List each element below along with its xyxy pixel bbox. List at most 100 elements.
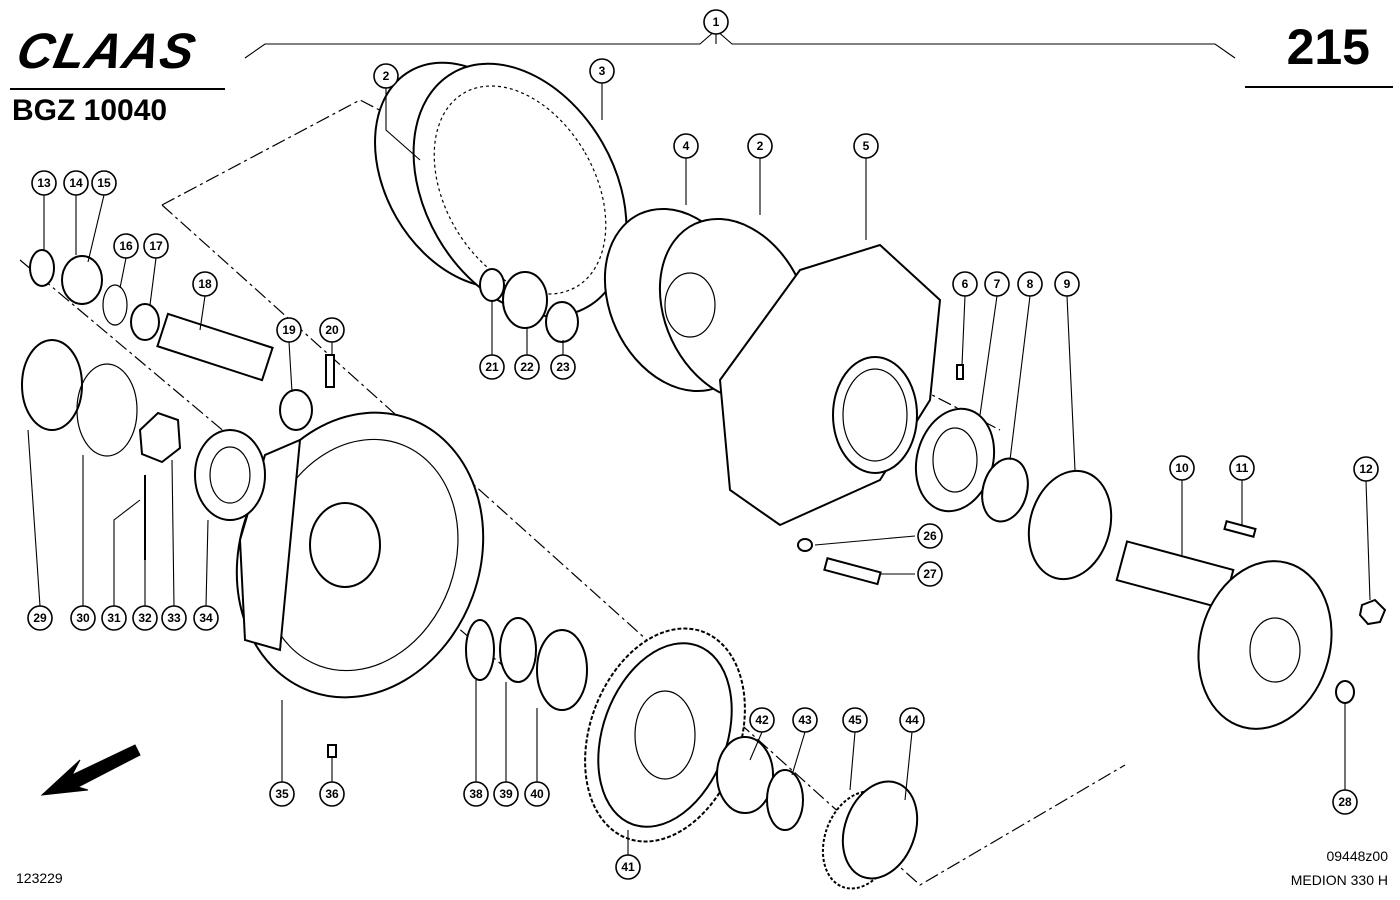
callout-number: 9: [1064, 277, 1071, 291]
drive-shaft-hub-part: [1115, 540, 1333, 730]
callout-number: 13: [37, 176, 51, 190]
callout-circle: [479, 354, 505, 380]
drawing-code: 09448z00: [1326, 848, 1388, 864]
callout-number: 22: [520, 360, 534, 374]
callout-circle: [493, 781, 519, 807]
callout-circle: [952, 271, 978, 297]
callout-circle: [853, 133, 879, 159]
callout-number: 2: [757, 139, 764, 153]
callout-number: 33: [167, 611, 181, 625]
callout-circle: [589, 58, 615, 84]
callout-number: 43: [798, 713, 812, 727]
callout-number: 39: [499, 787, 513, 801]
callout-number: 16: [119, 239, 133, 253]
callout-30: 30: [70, 605, 96, 631]
callout-32: 32: [132, 605, 158, 631]
callout-number: 40: [530, 787, 544, 801]
housing-flange-part: [718, 243, 942, 527]
callout-number: 5: [863, 139, 870, 153]
callout-31: 31: [101, 605, 127, 631]
callout-number: 42: [755, 713, 769, 727]
callout-number: 26: [923, 529, 937, 543]
callout-26: 26: [917, 523, 943, 549]
axis-line-lower: [161, 204, 1126, 886]
callout-circle: [1353, 456, 1379, 482]
model-name: MEDION 330 H: [1290, 872, 1388, 888]
callout-number: 31: [107, 611, 121, 625]
callout-circle: [1332, 789, 1358, 815]
callout-29: 29: [27, 605, 53, 631]
callout-39: 39: [493, 781, 519, 807]
callout-7: 7: [984, 271, 1010, 297]
callout-number: 8: [1027, 277, 1034, 291]
callout-number: 6: [962, 277, 969, 291]
callout-17: 17: [143, 233, 169, 259]
gear-sleeve-part: [821, 780, 919, 890]
callout-circle: [91, 170, 117, 196]
callout-circle: [319, 317, 345, 343]
callout-circle: [984, 271, 1010, 297]
callout-2a: 2: [373, 63, 399, 89]
small-left-parts: [21, 249, 337, 758]
callout-43: 43: [792, 707, 818, 733]
callout-number: 30: [76, 611, 90, 625]
callout-circle: [143, 233, 169, 259]
callout-circle: [524, 781, 550, 807]
callout-45: 45: [842, 707, 868, 733]
callout-leaders: [27, 30, 1371, 855]
callout-41: 41: [615, 854, 641, 880]
callout-number: 14: [69, 176, 83, 190]
callout-circle: [749, 707, 775, 733]
callout-circle: [113, 233, 139, 259]
callout-number: 44: [905, 713, 919, 727]
callout-19: 19: [276, 317, 302, 343]
assembly-bracket: [244, 29, 1236, 59]
callout-38: 38: [463, 781, 489, 807]
callout-number: 32: [138, 611, 152, 625]
callout-20: 20: [319, 317, 345, 343]
callout-9: 9: [1054, 271, 1080, 297]
callout-number: 45: [848, 713, 862, 727]
callout-1: 1: [703, 9, 729, 35]
callout-circle: [673, 133, 699, 159]
callout-34: 34: [193, 605, 219, 631]
callout-circle: [132, 605, 158, 631]
callout-circle: [917, 561, 943, 587]
callout-number: 19: [282, 323, 296, 337]
callout-circle: [1169, 455, 1195, 481]
callout-18: 18: [192, 271, 218, 297]
callout-5: 5: [853, 133, 879, 159]
callout-circle: [463, 781, 489, 807]
callout-circle: [1054, 271, 1080, 297]
callout-number: 2: [383, 69, 390, 83]
callout-4: 4: [673, 133, 699, 159]
callout-40: 40: [524, 781, 550, 807]
callout-11: 11: [1229, 455, 1255, 481]
callout-23: 23: [550, 354, 576, 380]
callout-number: 28: [1338, 795, 1352, 809]
callout-6: 6: [952, 271, 978, 297]
callout-circle: [514, 354, 540, 380]
callout-10: 10: [1169, 455, 1195, 481]
callout-circle: [101, 605, 127, 631]
callout-circle: [70, 605, 96, 631]
callout-15: 15: [91, 170, 117, 196]
callout-number: 12: [1359, 462, 1373, 476]
callout-number: 23: [556, 360, 570, 374]
callout-number: 11: [1236, 461, 1249, 475]
header-rule-left: [10, 88, 225, 90]
callout-35: 35: [269, 781, 295, 807]
callout-12: 12: [1353, 456, 1379, 482]
callout-number: 3: [599, 64, 606, 78]
callout-circle: [373, 63, 399, 89]
callout-number: 7: [994, 277, 1001, 291]
callout-number: 36: [325, 787, 339, 801]
callout-36: 36: [319, 781, 345, 807]
page-number: 215: [1286, 19, 1370, 75]
callout-number: 27: [923, 567, 937, 581]
callout-27: 27: [917, 561, 943, 587]
bearing-seal-parts: [914, 407, 1113, 581]
callout-circle: [550, 354, 576, 380]
callout-circle: [319, 781, 345, 807]
callout-13: 13: [31, 170, 57, 196]
